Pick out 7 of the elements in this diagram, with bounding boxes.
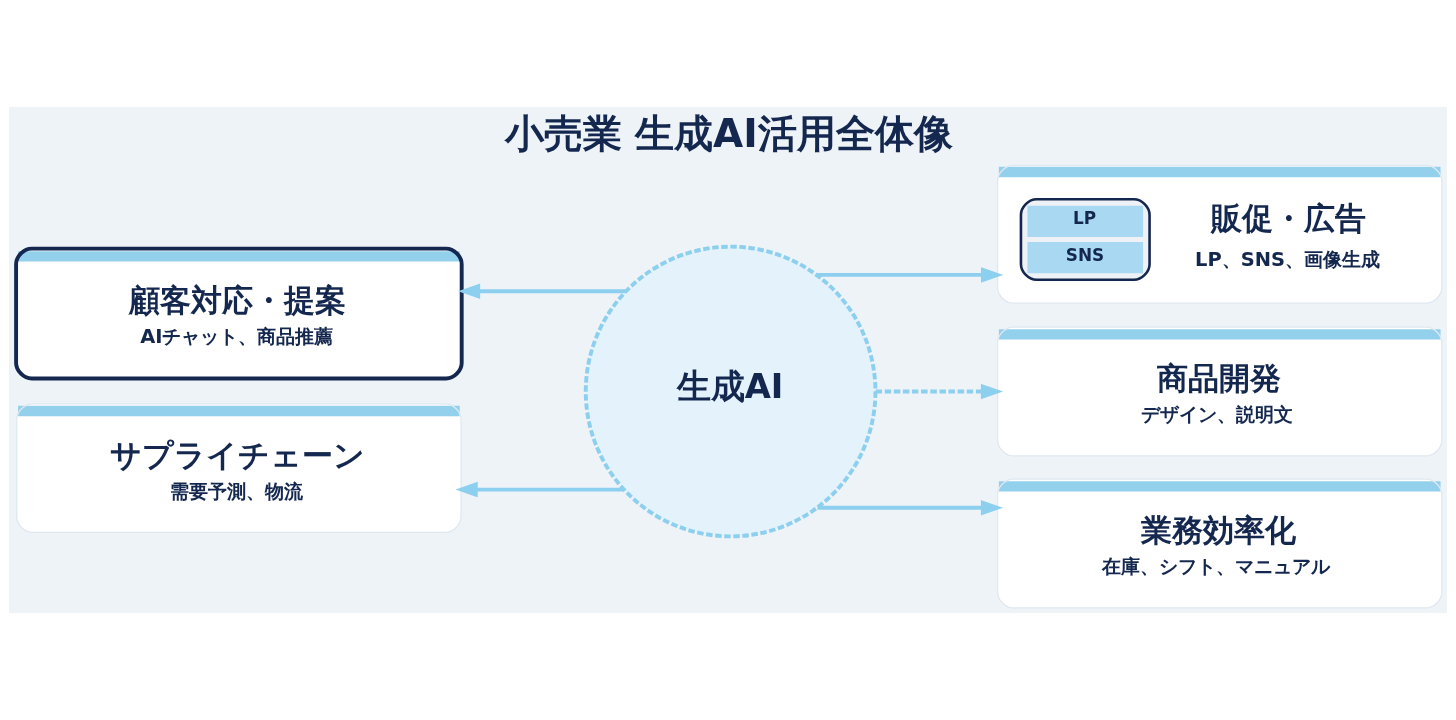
diagram-title: 小売業 生成AI活用全体像 (504, 111, 953, 157)
arrow (458, 283, 626, 299)
arrow (816, 267, 1004, 283)
arrow (875, 383, 1004, 400)
arrow (455, 481, 624, 498)
node-circle: 生成AI (583, 244, 878, 539)
arrow (817, 500, 1004, 516)
